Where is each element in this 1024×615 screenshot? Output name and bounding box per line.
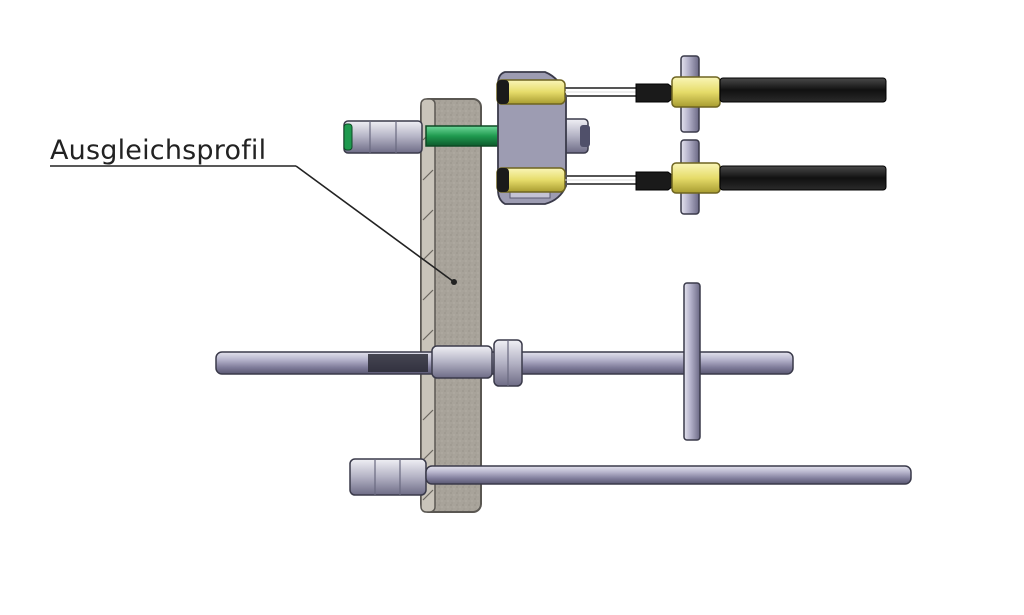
threaded-rod-bottom [425, 465, 912, 485]
hex-nut-bottom [349, 458, 427, 496]
callout-leader [50, 165, 457, 285]
profile-plate [420, 98, 482, 513]
bottom-rod-assembly [349, 458, 912, 496]
hex-nut-top-left [343, 120, 423, 154]
middle-sleeve [431, 345, 493, 379]
green-spacer [425, 125, 509, 147]
t-bar [683, 282, 701, 441]
lower-sensor-cable [496, 139, 887, 215]
callout-label: Ausgleichsprofil [50, 135, 267, 166]
middle-rod-assembly [215, 282, 794, 441]
lower-black-cable [719, 165, 887, 191]
upper-black-cable [719, 77, 887, 103]
upper-sensor-cable [496, 55, 887, 133]
